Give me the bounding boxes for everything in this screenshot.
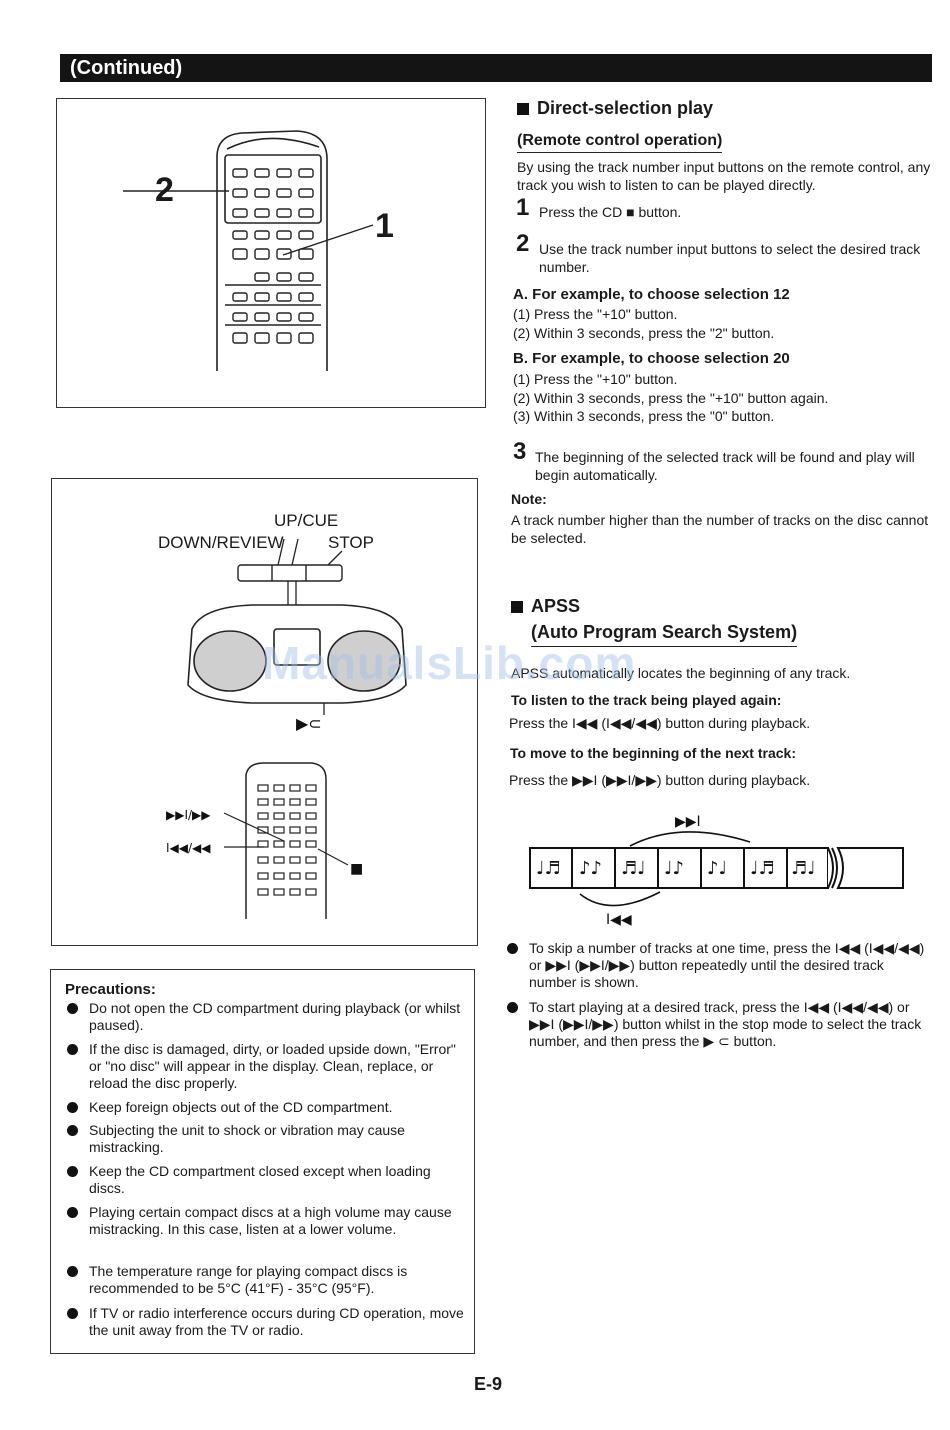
svg-text:♬♩: ♬♩ (791, 858, 816, 879)
callout-2: 2 (155, 171, 174, 209)
stop-symbol-text: ■ (350, 861, 363, 877)
next-heading: To move to the beginning of the next tra… (510, 745, 796, 761)
precautions-title: Precautions: (65, 981, 156, 998)
apss-intro: APSS automatically locates the beginning… (511, 665, 851, 681)
down-review-label: DOWN/REVIEW (158, 533, 284, 552)
step-2-text: Use the track number input buttons to se… (539, 241, 921, 275)
svg-text:♩♬: ♩♬ (536, 858, 561, 879)
diagram-next-icon: ▶▶I (675, 814, 701, 830)
section-square-icon (517, 103, 529, 115)
apss-subtitle: (Auto Program Search System) (531, 622, 798, 647)
note-text: A track number higher than the number of… (511, 512, 929, 546)
play-symbol-text: ▶⊂ (296, 714, 322, 733)
direct-subtitle: (Remote control operation) (517, 132, 723, 153)
note-label: Note: (511, 491, 547, 507)
header-bar (60, 54, 932, 82)
next-label-text: ▶▶I/▶▶ (166, 808, 211, 822)
callout-1: 1 (375, 207, 394, 245)
precautions-box: Precautions: Do not open the CD compartm… (50, 969, 475, 1354)
listen-heading: To listen to the track being played agai… (511, 692, 782, 708)
page-title: (Continued) (70, 57, 183, 79)
apss-track-diagram: ♩♬ ♪♪ ♬♩ ♩♪ ♪♩ ♩♬ ♬♩ ▶▶I I◀◀ (529, 814, 904, 928)
apss-title: APSS (511, 596, 580, 617)
direct-title: Direct-selection play (517, 98, 713, 119)
listen-text: Press the I◀◀ (I◀◀/◀◀) button during pla… (509, 715, 811, 731)
example-b-3: (3) Within 3 seconds, press the "0" butt… (513, 408, 775, 424)
example-b-2: (2) Within 3 seconds, press the "+10" bu… (513, 390, 829, 406)
remote-control-illustration (123, 130, 374, 371)
example-a-1: (1) Press the "+10" button. (513, 306, 678, 322)
step-1-text: Press the CD ■ button. (539, 204, 682, 220)
remote-figure-panel: 2 1 (56, 98, 486, 408)
boombox-illustration: ▶⊂ ▶▶I/▶▶ I◀◀/◀◀ ■ (166, 538, 407, 919)
diagram-prev-icon: I◀◀ (606, 912, 632, 928)
apss-figure-panel: UP/CUE DOWN/REVIEW STOP ▶⊂ (51, 478, 478, 946)
svg-text:♪♪: ♪♪ (579, 858, 602, 879)
up-cue-label: UP/CUE (274, 511, 339, 530)
example-b-1: (1) Press the "+10" button. (513, 371, 678, 387)
step-3-text: The beginning of the selected track will… (535, 449, 915, 483)
stop-label: STOP (328, 533, 374, 552)
svg-text:♩♪: ♩♪ (664, 858, 684, 879)
page-number: E-9 (474, 1374, 503, 1394)
example-a-2: (2) Within 3 seconds, press the "2" butt… (513, 325, 775, 341)
prev-label-text: I◀◀/◀◀ (166, 841, 211, 855)
example-b-title: B. For example, to choose selection 20 (513, 350, 790, 367)
svg-text:♬♩: ♬♩ (621, 858, 646, 879)
svg-text:♩♬: ♩♬ (750, 858, 775, 879)
step-3-number: 3 (513, 438, 527, 465)
direct-intro: By using the track number input buttons … (517, 159, 931, 193)
section-square-icon (511, 601, 523, 613)
svg-text:♪♩: ♪♩ (707, 858, 727, 879)
step-1-number: 1 (516, 194, 530, 221)
step-2-number: 2 (516, 230, 530, 257)
example-a-title: A. For example, to choose selection 12 (513, 286, 790, 303)
next-text: Press the ▶▶I (▶▶I/▶▶) button during pla… (509, 772, 811, 788)
watermark: ManualsLib.com (262, 637, 637, 689)
